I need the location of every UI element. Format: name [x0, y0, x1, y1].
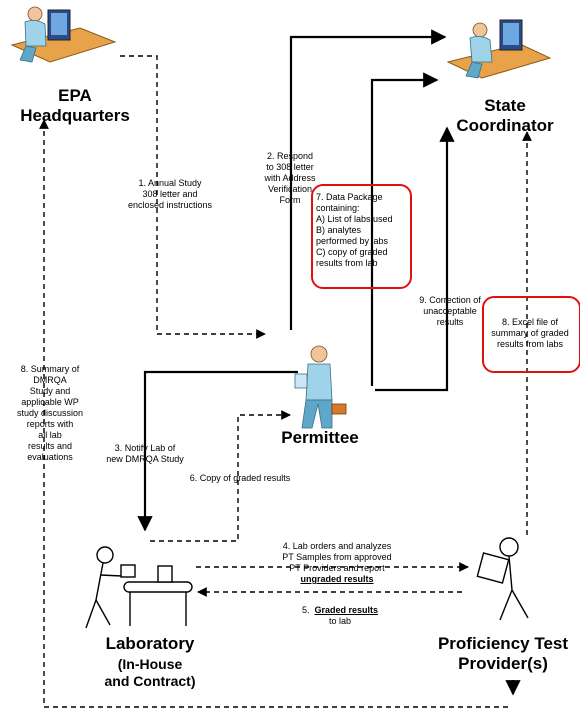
- step-6-label: 6. Copy of graded results: [189, 473, 291, 483]
- arrow-step-8a: [39, 119, 508, 708]
- arrow-step-1: [120, 55, 266, 339]
- permittee-label: Permittee: [281, 428, 359, 447]
- permittee-businessman-icon: [294, 345, 347, 429]
- arrow-step-9: [375, 126, 455, 392]
- laboratory-stick-figure-icon: [85, 546, 193, 629]
- step-7-highlight-box: [311, 184, 412, 289]
- arrow-step-2: [289, 29, 447, 330]
- arrow-step-7: [370, 72, 439, 386]
- pt-provider-stick-figure-icon: [476, 537, 529, 621]
- laboratory-label: Laboratory: [105, 634, 195, 653]
- step-5-label: 5. Graded results to lab: [301, 605, 379, 626]
- state-computer-user-icon: [446, 19, 552, 79]
- arrow-step-3: [137, 370, 298, 532]
- step-4-emphasis: ungraded results: [300, 574, 374, 584]
- connectors: [39, 29, 532, 708]
- epa-computer-user-icon: [10, 6, 117, 63]
